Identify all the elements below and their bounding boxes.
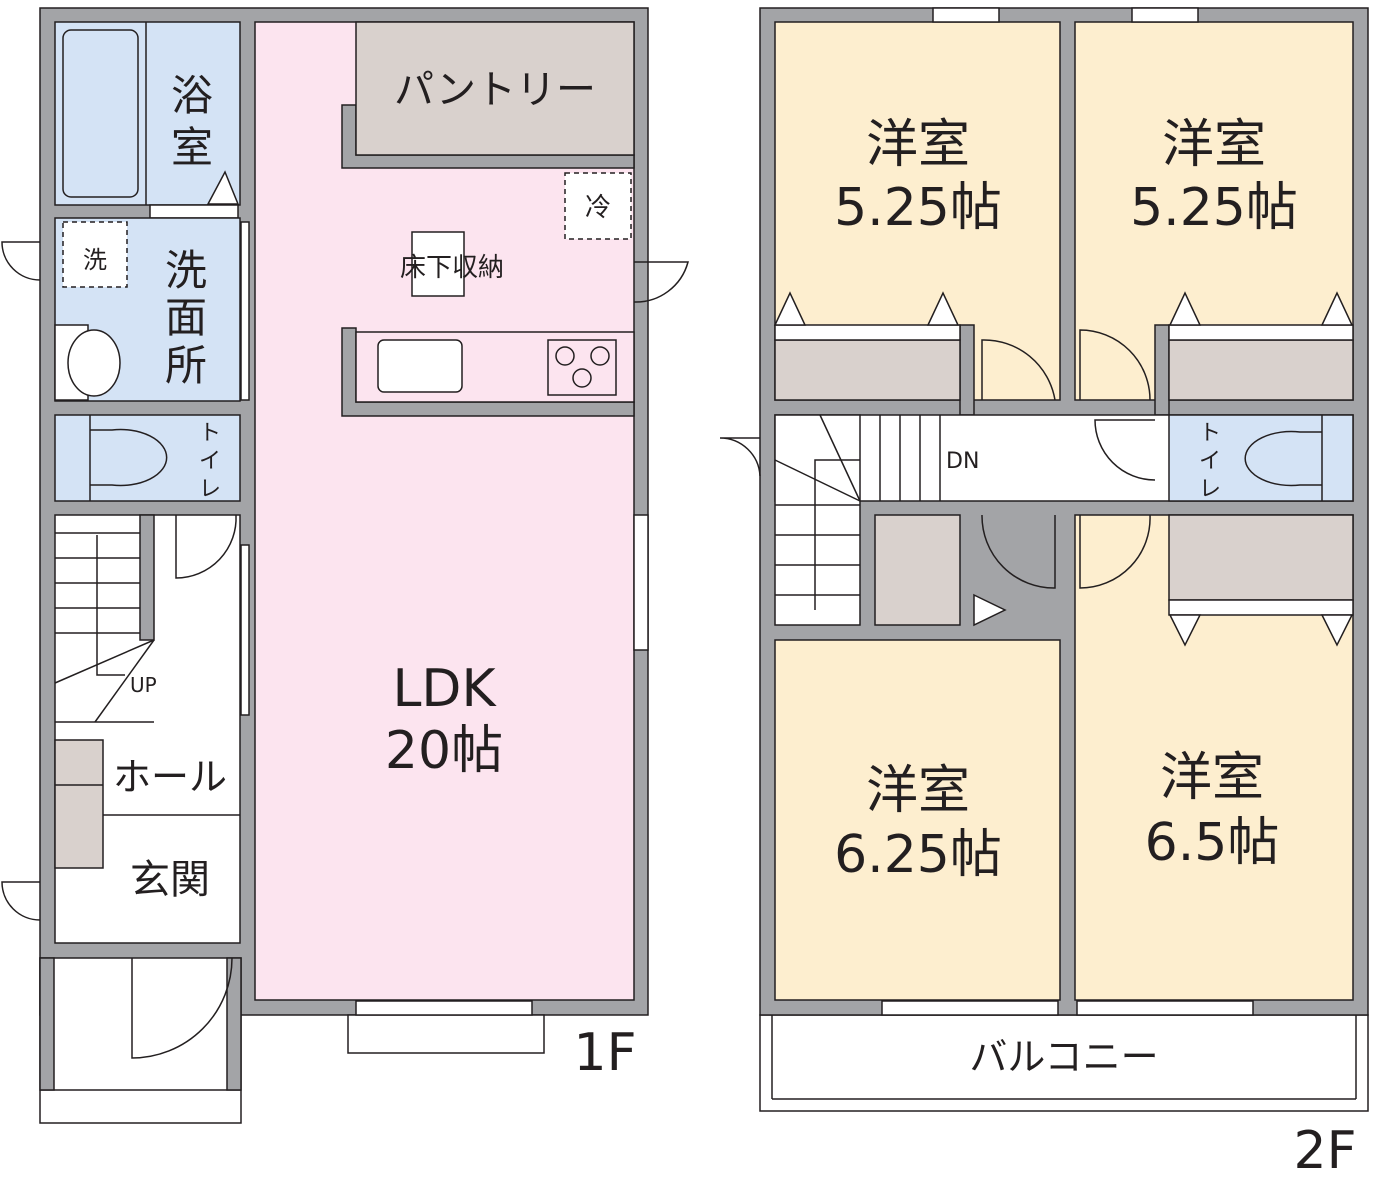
washroom-label: 洗	[165, 246, 207, 295]
window	[1076, 1000, 1254, 1016]
kitchen-door[interactable]	[633, 261, 689, 303]
up-label: UP	[130, 673, 157, 697]
window-door[interactable]	[719, 437, 761, 477]
ldk-size: 20帖	[385, 721, 503, 781]
closet	[1168, 339, 1354, 401]
toilet-icon	[90, 428, 168, 487]
underfloor-hatch[interactable]	[411, 231, 465, 297]
sliding-door[interactable]	[240, 221, 250, 401]
underfloor-label: 床下収納	[400, 253, 504, 283]
pantry-label: パントリー	[394, 67, 596, 113]
hall-label: ホール	[113, 755, 227, 799]
bathtub	[62, 29, 139, 198]
deck	[347, 1014, 545, 1054]
stairs-2f[interactable]	[774, 414, 861, 626]
bedroom-4-door[interactable]	[1079, 514, 1151, 589]
window	[633, 514, 649, 651]
toilet-2f	[1168, 414, 1354, 502]
balcony-label: バルコニー	[969, 1035, 1158, 1079]
wash-door[interactable]	[1, 241, 41, 281]
ldk-label: LDK	[392, 659, 497, 719]
window	[355, 1000, 533, 1016]
side-door[interactable]	[1, 881, 41, 921]
floor-1-label: 1F	[574, 1023, 637, 1083]
toilet-1f	[54, 414, 241, 502]
window	[1131, 7, 1199, 23]
bedroom-2-door[interactable]	[1079, 329, 1151, 401]
shoe-storage	[54, 739, 104, 869]
room-name: 洋室	[866, 115, 970, 175]
room-size: 5.25帖	[834, 178, 1002, 238]
porch	[39, 957, 242, 1124]
toilet-door[interactable]	[1094, 419, 1156, 481]
kitchen-sink	[377, 339, 463, 393]
svg-text:イ: イ	[1199, 449, 1221, 474]
stove	[547, 339, 617, 396]
toilet-2f-label: ト	[1199, 421, 1221, 446]
room-size: 6.5帖	[1145, 813, 1280, 873]
svg-text:イ: イ	[199, 449, 221, 474]
room-size: 6.25帖	[834, 825, 1002, 885]
ldk-sliding-door[interactable]	[240, 544, 250, 716]
pantry	[355, 21, 635, 156]
bathroom	[54, 21, 241, 206]
toilet-icon	[1244, 430, 1322, 487]
bedroom-1-door[interactable]	[981, 339, 1056, 401]
fridge-space	[564, 172, 632, 240]
svg-text:レ: レ	[1199, 477, 1221, 502]
closet	[1168, 514, 1354, 601]
bedroom-3-door[interactable]	[981, 514, 1056, 589]
svg-text:所: 所	[165, 341, 207, 390]
sink	[67, 329, 121, 397]
window	[932, 7, 1000, 23]
window	[881, 1000, 1059, 1016]
svg-text:面: 面	[165, 293, 207, 342]
room-name: 洋室	[1160, 748, 1264, 808]
toilet-label: ト	[199, 421, 221, 446]
svg-text:室: 室	[171, 123, 213, 172]
dn-label: DN	[946, 449, 979, 474]
floor-2: バルコニー DN ト イ レ	[719, 7, 1369, 1180]
bath-label: 浴	[171, 71, 213, 120]
closet	[874, 514, 961, 626]
toilet-door[interactable]	[175, 514, 237, 579]
entrance-door[interactable]	[131, 957, 233, 1059]
closet	[774, 339, 961, 401]
room-size: 5.25帖	[1130, 178, 1298, 238]
room-name: 洋室	[1162, 115, 1266, 175]
stairs-1f	[54, 532, 155, 723]
svg-text:冷: 冷	[585, 193, 611, 223]
balcony	[759, 1014, 1369, 1112]
svg-text:洗: 洗	[83, 246, 107, 274]
floor-1: 浴 室 洗 洗 面 所 ト イ レ UP ホ	[1, 7, 689, 1124]
room-name: 洋室	[866, 761, 970, 821]
floor-2-label: 2F	[1294, 1121, 1357, 1180]
washer-space	[62, 221, 128, 288]
svg-text:レ: レ	[199, 477, 221, 502]
bedroom-3	[774, 639, 1061, 1001]
entrance-label: 玄関	[130, 857, 210, 903]
